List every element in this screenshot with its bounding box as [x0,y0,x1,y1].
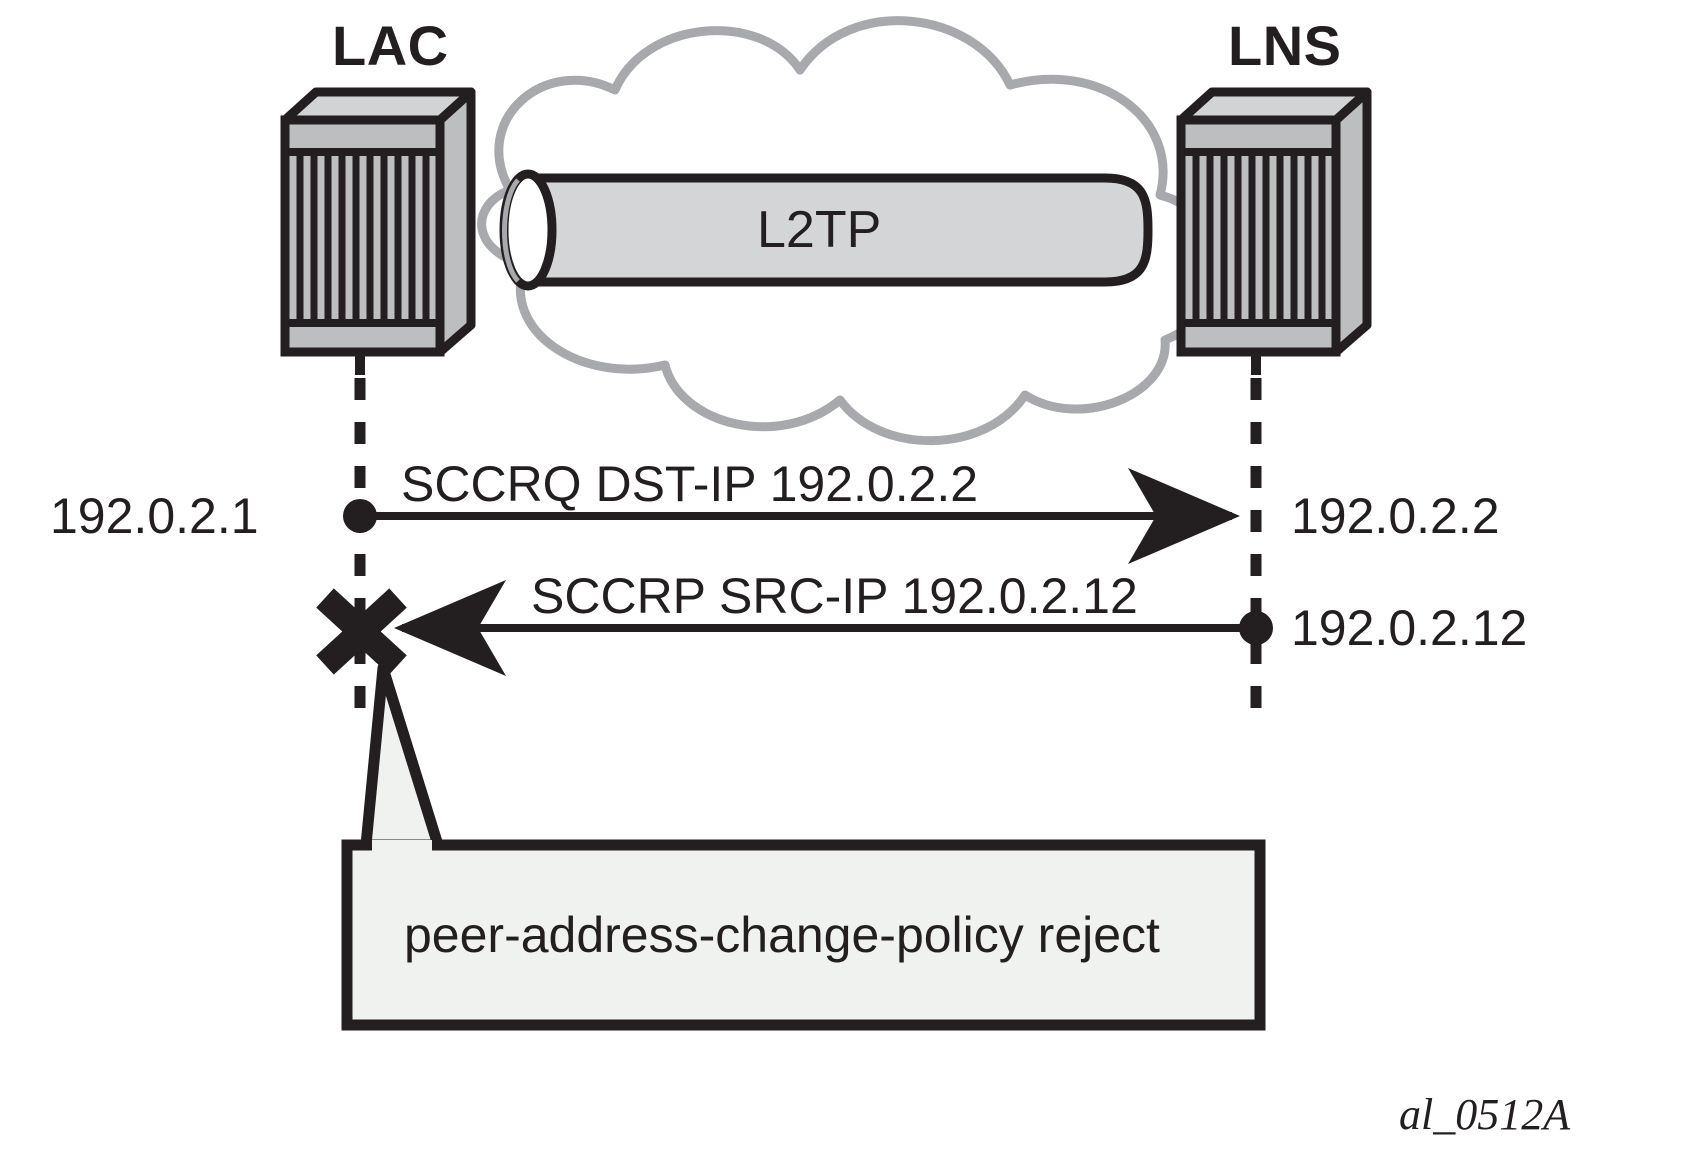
figure-reference: al_0512A [1399,1090,1571,1139]
x-mark-icon [316,588,407,675]
lns-ip-label: 192.0.2.2 [1291,488,1500,544]
sccrq-origin-dot [343,499,377,533]
tunnel-label: L2TP [757,201,882,259]
lns-title: LNS [1228,14,1342,77]
sccrq-message-label: SCCRQ DST-IP 192.0.2.2 [401,456,979,512]
lns-changed-ip-label: 192.0.2.12 [1291,600,1528,656]
lac-title: LAC [332,14,449,77]
callout-text: peer-address-change-policy reject [404,907,1160,963]
lns-router-icon [1176,87,1372,375]
sccrp-message-label: SCCRP SRC-IP 192.0.2.12 [531,568,1138,624]
callout-box [341,839,1266,1031]
lac-ip-label: 192.0.2.1 [50,488,259,544]
sccrp-origin-dot [1239,611,1273,645]
callout-pointer [360,662,444,851]
tunnel-mouth-highlight [502,178,521,283]
tunnel-body [523,173,1153,287]
lac-router-icon [280,87,476,375]
